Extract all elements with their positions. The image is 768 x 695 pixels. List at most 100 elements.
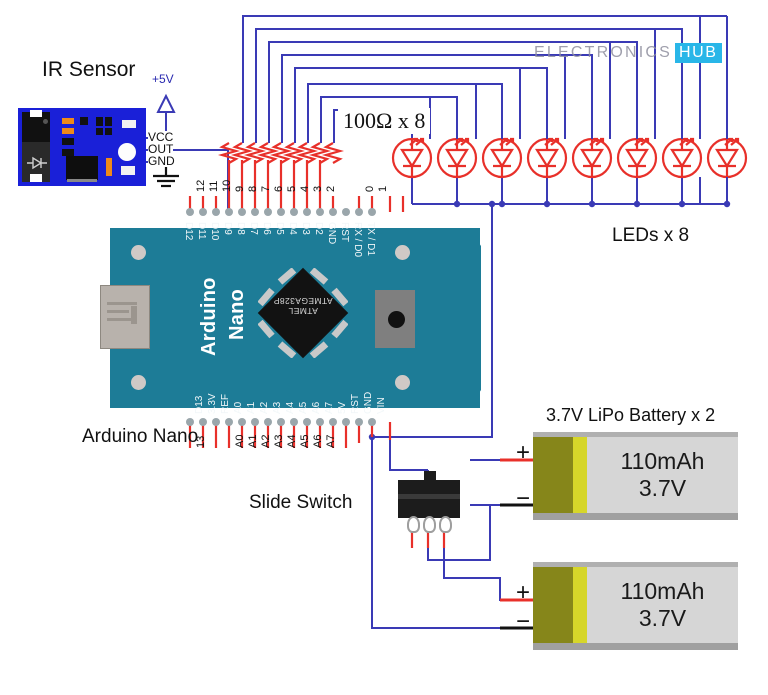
pinlabel-bottom-4: A1	[246, 401, 257, 414]
led-1	[391, 137, 433, 179]
battery-2-plus: +	[516, 579, 531, 606]
smd-part-7	[105, 117, 112, 126]
arduino-nano-caption: Arduino Nano	[82, 426, 199, 447]
pad-top-d12[interactable]	[186, 208, 194, 216]
smd-part-9	[105, 128, 112, 135]
battery-1: 110mAh 3.7V	[533, 432, 738, 520]
wirenum-top-2: 2	[325, 185, 337, 192]
pinlabel-bottom-11: 5V	[337, 401, 348, 414]
smd-led-2	[121, 166, 135, 175]
smd-led-1	[122, 120, 136, 128]
watermark-electronics: ELECTRONICS	[534, 44, 672, 61]
resistor-array	[217, 142, 345, 164]
mounting-hole-tl	[131, 245, 146, 260]
pinlabel-top-9: D3	[300, 222, 311, 235]
ir-sensor-caption: IR Sensor	[42, 58, 136, 81]
pad-bottom-rst[interactable]	[342, 418, 350, 426]
pad-top-d5[interactable]	[277, 208, 285, 216]
pad-bottom-a0[interactable]	[225, 418, 233, 426]
wirenum-top-12: 12	[195, 179, 207, 192]
pinlabel-bottom-12: RST	[350, 394, 361, 414]
pad-top-d2[interactable]	[316, 208, 324, 216]
rail5	[295, 67, 548, 139]
pad-bottom-d13[interactable]	[186, 418, 194, 426]
slide-switch-knob[interactable]	[424, 471, 436, 482]
pad-top-d11[interactable]	[199, 208, 207, 216]
pinlabel-top-5: D7	[248, 222, 259, 235]
pad-top-d9[interactable]	[225, 208, 233, 216]
pad-top-gnd[interactable]	[329, 208, 337, 216]
board-brand-arduino: Arduino	[198, 277, 220, 356]
pad-top-d10[interactable]	[212, 208, 220, 216]
switch-pin-3	[439, 516, 452, 533]
reset-button-cap[interactable]	[388, 311, 405, 328]
wirenum-bottom-A5: A5	[299, 434, 311, 448]
supply-5v-label: +5V	[152, 72, 174, 86]
pad-bottom-a6[interactable]	[303, 418, 311, 426]
pad-bottom-a2[interactable]	[251, 418, 259, 426]
wirenum-top-7: 7	[260, 185, 272, 192]
wire-b2minus-gnd	[371, 470, 520, 629]
pad-bottom-gnd[interactable]	[355, 418, 363, 426]
led-5	[571, 137, 613, 179]
mounting-hole-br	[395, 375, 410, 390]
wirenum-bottom-A1: A1	[247, 434, 259, 448]
smd-part-3	[62, 138, 74, 145]
pad-top-d4[interactable]	[290, 208, 298, 216]
rail2	[256, 28, 683, 139]
pinlabel-top-1: D11	[196, 222, 207, 240]
ir-pin-gnd-label: GND	[148, 154, 175, 168]
led-8	[706, 137, 748, 179]
pad-bottom-33v[interactable]	[199, 418, 207, 426]
pad-top-d3[interactable]	[303, 208, 311, 216]
led8-bus	[412, 177, 728, 205]
battery-2: 110mAh 3.7V	[533, 562, 738, 650]
pinlabel-bottom-9: A6	[311, 401, 322, 414]
pad-bottom-a7[interactable]	[316, 418, 324, 426]
pad-top-d8[interactable]	[238, 208, 246, 216]
pad-bottom-a4[interactable]	[277, 418, 285, 426]
pinlabel-top-2: D10	[209, 222, 220, 241]
pad-bottom-ref[interactable]	[212, 418, 220, 426]
pinlabel-bottom-0: D13	[194, 395, 205, 414]
wirenum-top-0: 0	[364, 185, 376, 192]
pad-top-d6[interactable]	[264, 208, 272, 216]
pinlabel-top-13: RX / D0	[352, 222, 363, 258]
pad-bottom-5v[interactable]	[329, 418, 337, 426]
pinlabel-top-12: RST	[339, 222, 350, 242]
pinlabel-top-0: D12	[183, 222, 194, 241]
slide-switch-body[interactable]	[398, 471, 460, 533]
led-3	[481, 137, 523, 179]
pinlabel-bottom-6: A3	[272, 401, 283, 414]
pad-top-rxd0[interactable]	[355, 208, 363, 216]
smd-part-6	[96, 117, 103, 126]
pad-bottom-a1[interactable]	[238, 418, 246, 426]
led-6	[616, 137, 658, 179]
battery-1-capacity: 110mAh	[620, 448, 705, 474]
wirenum-top-4: 4	[299, 185, 311, 192]
pad-top-txd1[interactable]	[368, 208, 376, 216]
pad-bottom-a5[interactable]	[290, 418, 298, 426]
supply-5v-symbol	[156, 93, 176, 113]
chip-legs-icon	[258, 268, 348, 358]
smd-resistor-1	[62, 118, 74, 124]
battery-2-capacity: 110mAh	[620, 578, 705, 604]
pinlabel-bottom-10: A7	[324, 401, 335, 414]
slide-switch-caption: Slide Switch	[249, 492, 353, 513]
usb-connector	[100, 285, 150, 349]
pinlabel-top-14: TX / D1	[365, 222, 376, 256]
resistor-value-label: 100Ω x 8	[338, 108, 431, 134]
pinlabel-bottom-14: VIN	[376, 397, 387, 414]
pad-bottom-vin[interactable]	[368, 418, 376, 426]
rail4	[282, 54, 593, 139]
wirenum-top-3: 3	[312, 185, 324, 192]
pad-top-rst[interactable]	[342, 208, 350, 216]
pad-top-d7[interactable]	[251, 208, 259, 216]
chip-label-part: ATMEGA328P	[273, 296, 333, 306]
pad-bottom-a3[interactable]	[264, 418, 272, 426]
ir-emitter-pad	[30, 110, 42, 117]
wirenum-bottom-A4: A4	[286, 434, 298, 448]
wirenum-bottom-A0: A0	[234, 434, 246, 448]
